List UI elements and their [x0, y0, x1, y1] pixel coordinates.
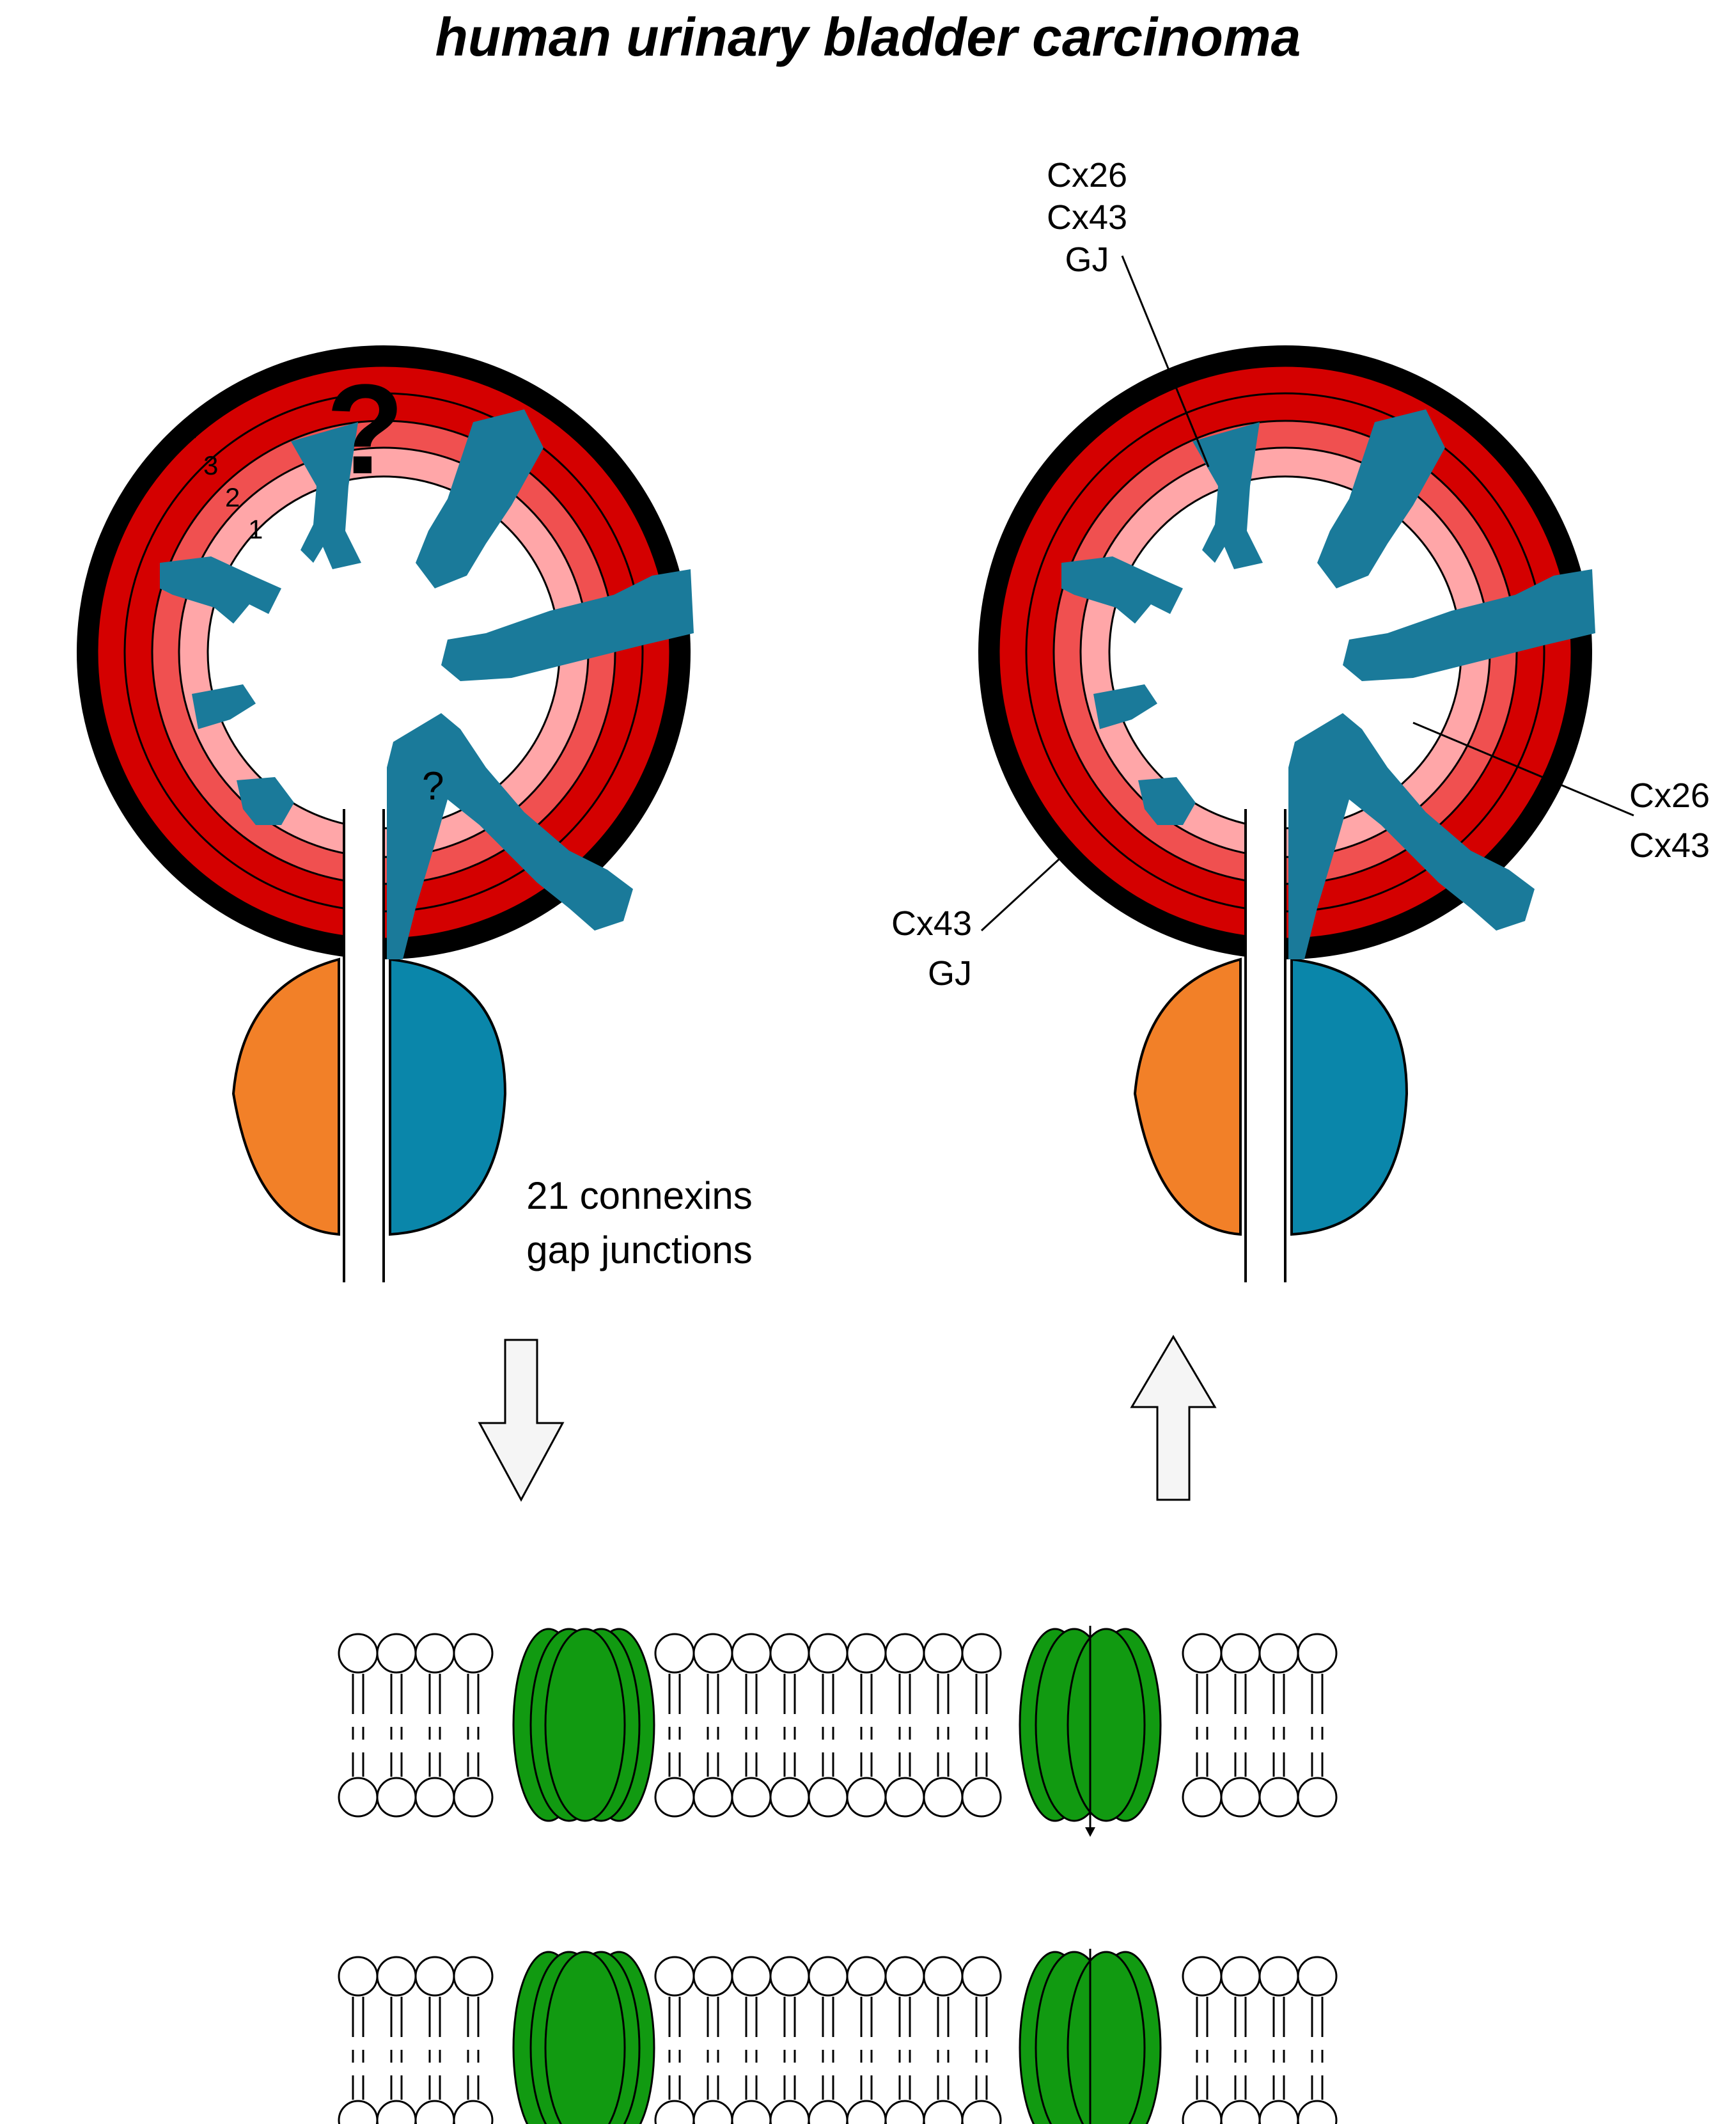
- lipid: [1182, 1956, 1223, 2124]
- lipid: [692, 1633, 733, 1818]
- label-right-cx26: Cx26: [1629, 776, 1710, 815]
- membrane-pair: [338, 1626, 1338, 2124]
- caption-gap-junctions: gap junctions: [526, 1229, 753, 1271]
- lipid: [1220, 1956, 1261, 2124]
- lipid: [338, 1956, 379, 2124]
- lipid: [731, 1956, 772, 2124]
- bilayer-1: [338, 1626, 1338, 1837]
- question-mark-small: ?: [422, 764, 444, 808]
- lipid: [808, 1956, 848, 2124]
- lipid: [923, 1956, 964, 2124]
- layer-number-1: 1: [248, 514, 263, 544]
- label-top-cx26: Cx26: [1047, 156, 1127, 194]
- question-mark-large: ?: [326, 358, 404, 501]
- lipid: [654, 1956, 695, 2124]
- lipid: [654, 1633, 695, 1818]
- lipid: [961, 1633, 1002, 1818]
- lipid: [1258, 1633, 1299, 1818]
- lipid: [923, 1633, 964, 1818]
- bladder-left: 5 4 3 2 1 ? ? 21 connexins gap junctions: [75, 344, 753, 1284]
- lipid: [1297, 1956, 1338, 2124]
- lipid: [338, 1633, 379, 1818]
- label-left-cx43: Cx43: [891, 904, 972, 943]
- lipid: [453, 1633, 494, 1818]
- arrow-down: [478, 1339, 565, 1502]
- layer-number-3: 3: [203, 450, 218, 480]
- lipid: [769, 1633, 810, 1818]
- lipid: [1220, 1633, 1261, 1818]
- lipid: [1182, 1633, 1223, 1818]
- arrow-up: [1130, 1335, 1217, 1501]
- right-annotations: Cx26 Cx43 GJ Cx26 Cx43 Cx43 GJ: [891, 156, 1710, 993]
- lipid: [884, 1633, 925, 1818]
- lipid: [884, 1956, 925, 2124]
- connexon-closed: [512, 1628, 655, 1822]
- connexon-open: [1019, 1949, 1162, 2124]
- lipid: [376, 1956, 417, 2124]
- lipid: [1297, 1633, 1338, 1818]
- label-top-gj: GJ: [1065, 240, 1109, 279]
- connexon-closed: [512, 1951, 655, 2124]
- figure-title: human urinary bladder carcinoma: [435, 7, 1301, 67]
- lipid: [692, 1956, 733, 2124]
- layer-number-5: 5: [168, 375, 182, 405]
- layer-number-4: 4: [184, 414, 199, 444]
- lipid: [1258, 1956, 1299, 2124]
- lipid: [414, 1956, 455, 2124]
- label-right-cx43: Cx43: [1629, 826, 1710, 865]
- bladder-right: [977, 344, 1597, 1284]
- lipid: [846, 1633, 887, 1818]
- lipid: [808, 1633, 848, 1818]
- lipid: [731, 1633, 772, 1818]
- label-left-gj: GJ: [928, 954, 972, 993]
- caption-connexins: 21 connexins: [526, 1174, 753, 1217]
- lipid: [414, 1633, 455, 1818]
- layer-number-2: 2: [225, 482, 240, 512]
- lipid: [961, 1956, 1002, 2124]
- lipid: [453, 1956, 494, 2124]
- lipid: [769, 1956, 810, 2124]
- label-top-cx43: Cx43: [1047, 198, 1127, 237]
- lipid: [376, 1633, 417, 1818]
- lipid: [846, 1956, 887, 2124]
- bilayer-2: [338, 1949, 1338, 2124]
- connexon-open: [1019, 1626, 1162, 1837]
